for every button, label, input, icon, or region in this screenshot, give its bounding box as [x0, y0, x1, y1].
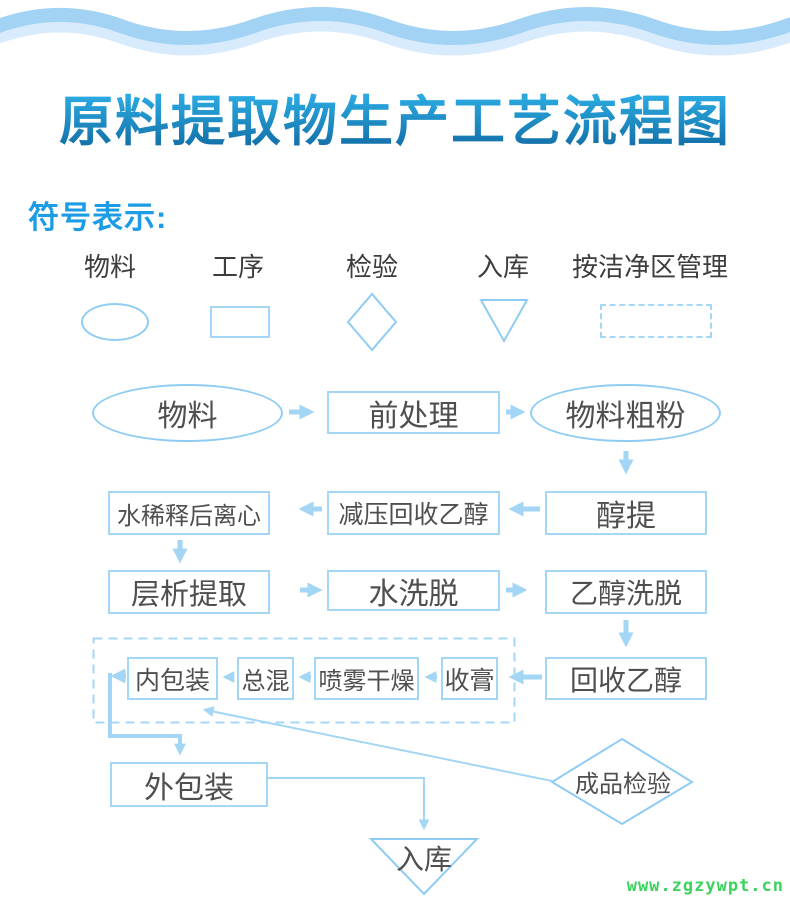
node-vacuum-ethanol-recovery: 减压回收乙醇: [327, 491, 500, 535]
node-spray-drying: 喷雾干燥: [314, 657, 419, 700]
legend-label-cleanarea: 按洁净区管理: [572, 252, 729, 282]
legend-triangle-icon: [479, 299, 529, 344]
node-chromatography: 层析提取: [108, 570, 270, 614]
node-water-elution: 水洗脱: [327, 570, 500, 611]
legend-label-inspection: 检验: [346, 252, 399, 282]
node-warehousing: 入库: [395, 844, 452, 875]
symbols-heading: 符号表示:: [28, 200, 168, 235]
legend-label-process: 工序: [212, 252, 265, 282]
node-pretreatment: 前处理: [327, 391, 500, 434]
legend-label-material: 物料: [84, 252, 137, 282]
legend-ellipse-icon: [81, 303, 149, 341]
node-paste-collection: 收膏: [441, 657, 498, 700]
node-total-mixing: 总混: [237, 657, 294, 700]
legend-dashed-rect-icon: [600, 304, 712, 338]
legend-label-storage: 入库: [477, 252, 530, 282]
legend-diamond-icon: [346, 292, 398, 352]
node-alcohol-extraction: 醇提: [545, 491, 707, 535]
node-material: 物料: [92, 384, 283, 442]
page-title: 原料提取物生产工艺流程图: [0, 86, 790, 158]
node-ethanol-recovery: 回收乙醇: [545, 657, 707, 700]
node-coarse-powder: 物料粗粉: [530, 384, 721, 442]
node-dilute-centrifuge: 水稀释后离心: [108, 491, 270, 535]
node-finished-inspection: 成品检验: [575, 770, 671, 798]
node-inner-packaging: 内包装: [127, 657, 218, 700]
legend-rect-icon: [210, 306, 270, 338]
node-outer-packaging: 外包装: [110, 762, 268, 807]
node-ethanol-elution: 乙醇洗脱: [545, 570, 707, 614]
wave-banner-icon: [0, 0, 790, 70]
site-watermark: www.zgzywpt.cn: [626, 876, 784, 896]
